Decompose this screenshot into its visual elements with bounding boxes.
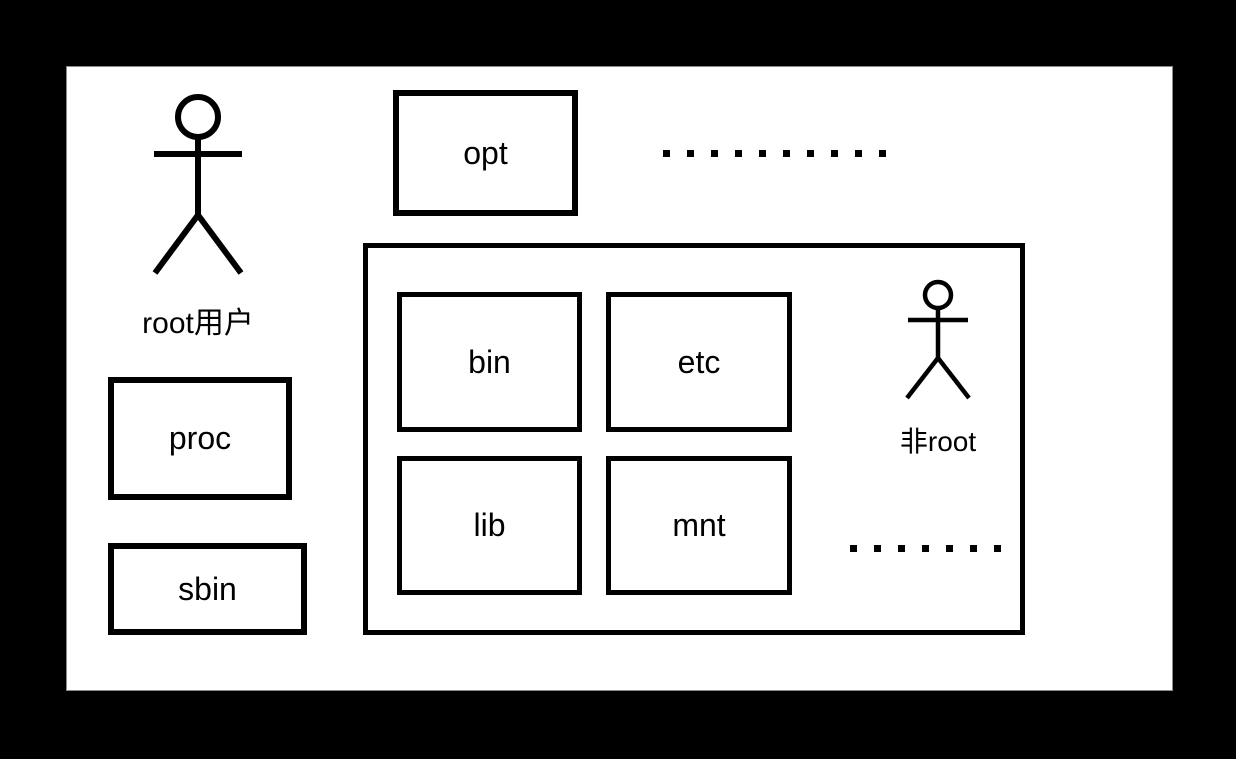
ellipsis-dot (922, 545, 929, 552)
directory-box-lib: lib (397, 456, 582, 595)
directory-box-proc: proc (108, 377, 292, 500)
directory-box-bin: bin (397, 292, 582, 432)
directory-label-bin: bin (468, 343, 511, 380)
ellipsis-dot (898, 545, 905, 552)
ellipsis-dot (879, 150, 886, 157)
ellipsis-dot (735, 150, 742, 157)
directory-label-proc: proc (168, 420, 232, 456)
ellipsis-dot (711, 150, 718, 157)
ellipsis-dot (855, 150, 862, 157)
nonroot-user-label: 非root (899, 426, 977, 457)
directory-label-etc: etc (677, 343, 721, 380)
directory-box-etc: etc (606, 292, 792, 432)
shared-directories-container: bin etc lib mnt 非root (363, 243, 1025, 635)
directory-label-opt: opt (463, 134, 508, 171)
ellipsis-dot (850, 545, 857, 552)
ellipsis-top (663, 150, 886, 157)
directory-box-mnt: mnt (606, 456, 792, 595)
ellipsis-dot (994, 545, 1001, 552)
ellipsis-dot (807, 150, 814, 157)
ellipsis-dot (759, 150, 766, 157)
root-user-label: root用户 (142, 307, 254, 340)
directory-label-sbin: sbin (178, 570, 237, 607)
directory-label-lib: lib (473, 507, 506, 543)
ellipsis-dot (831, 150, 838, 157)
ellipsis-dot (663, 150, 670, 157)
root-user-person-icon (152, 94, 244, 275)
diagram-canvas: root用户 opt proc sbin bin etc lib mnt (66, 66, 1173, 691)
ellipsis-dot (970, 545, 977, 552)
ellipsis-bottom (850, 545, 1001, 552)
ellipsis-dot (874, 545, 881, 552)
ellipsis-dot (946, 545, 953, 552)
nonroot-user-person-icon (905, 279, 971, 400)
directory-box-opt: opt (393, 90, 578, 216)
directory-box-sbin: sbin (108, 543, 307, 635)
ellipsis-dot (687, 150, 694, 157)
directory-label-mnt: mnt (672, 507, 726, 543)
ellipsis-dot (783, 150, 790, 157)
